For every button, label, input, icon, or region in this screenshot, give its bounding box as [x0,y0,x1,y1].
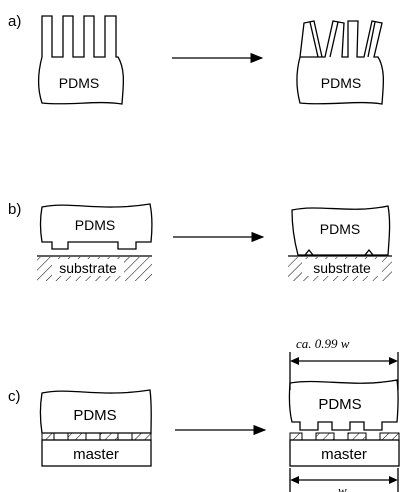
panel-c-right-master-label: master [321,446,367,463]
panel-b-left-substrate: substrate [37,255,152,281]
panel-b-left-substrate-label: substrate [59,260,117,276]
panel-c-left-material: PDMS [73,407,116,424]
panel-b: b) PDMS substrate PDMS substrate [8,201,392,281]
panel-c-top-dimension-label: ca. 0.99 w [296,336,350,351]
panel-c-right-material: PDMS [318,396,361,413]
panel-c-left-features [41,432,152,441]
panel-b-right-material: PDMS [320,221,360,237]
panel-b-right-substrate-label: substrate [313,260,371,276]
panel-a-left-material: PDMS [59,75,99,91]
panel-c-label: c) [8,388,21,405]
panel-c-right-features [289,432,400,441]
panel-b-left-material: PDMS [75,217,115,233]
panel-c: c) PDMS master ca. 0.99 w [8,336,400,492]
panel-c-bottom-dimension: w [289,468,399,492]
panel-b-label: b) [8,201,21,218]
panel-c-left-stamp: PDMS [39,389,152,434]
panel-b-right-stamp: PDMS [291,205,391,256]
panel-a-right-material: PDMS [321,75,361,91]
panel-a-label: a) [8,13,21,30]
panel-a-left-stamp: PDMS [37,15,125,105]
panel-b-left-stamp: PDMS [39,203,153,250]
panel-c-left-master-label: master [73,446,119,463]
panel-c-left-master: master [41,439,152,467]
panel-c-bottom-dimension-label: w [338,483,347,492]
panel-b-right-substrate: substrate [288,255,392,281]
panel-c-right-master: master [289,439,400,467]
panel-a-right-stamp: PDMS [296,20,385,105]
panel-a: a) PDMS PDMS [8,13,385,105]
panel-c-right-stamp: PDMS [288,379,399,431]
panel-c-top-dimension: ca. 0.99 w [289,336,399,390]
